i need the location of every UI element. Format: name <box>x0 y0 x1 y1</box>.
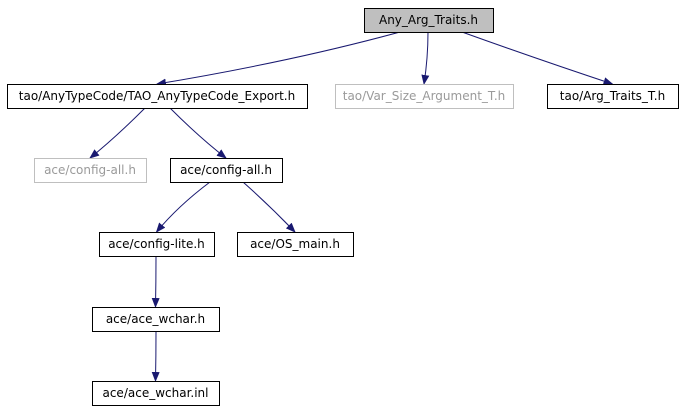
node-box <box>547 84 679 109</box>
node-configall[interactable]: ace/config-all.h <box>170 158 283 183</box>
node-box <box>170 158 283 183</box>
node-configall_muted: ace/config-all.h <box>34 158 147 183</box>
node-label: ace/config-all.h <box>180 163 272 177</box>
node-label: ace/ace_wchar.inl <box>102 386 208 400</box>
edge-configall-to-osmain <box>242 181 296 233</box>
node-osmain[interactable]: ace/OS_main.h <box>237 232 354 257</box>
edge-configall-to-configlite <box>155 181 211 233</box>
edge-root-to-export <box>156 31 401 87</box>
node-box <box>7 84 308 109</box>
node-root[interactable]: Any_Arg_Traits.h <box>364 8 494 33</box>
node-label: ace/config-all.h <box>44 163 136 177</box>
node-label: tao/Var_Size_Argument_T.h <box>343 89 506 103</box>
node-argtraits[interactable]: tao/Arg_Traits_T.h <box>547 84 679 109</box>
node-box <box>92 307 220 332</box>
node-label: ace/ace_wchar.h <box>106 312 205 326</box>
node-label: Any_Arg_Traits.h <box>379 13 478 27</box>
node-varsize: tao/Var_Size_Argument_T.h <box>335 84 514 109</box>
edge-acewchar-to-acewcharinl <box>151 330 160 382</box>
node-layer: Any_Arg_Traits.h tao/AnyTypeCode/TAO_AnyT… <box>7 8 679 406</box>
node-box <box>237 232 354 257</box>
edge-layer <box>89 31 614 382</box>
node-export[interactable]: tao/AnyTypeCode/TAO_AnyTypeCode_Export.h <box>7 84 308 109</box>
node-acewchar[interactable]: ace/ace_wchar.h <box>92 307 220 332</box>
node-box <box>99 232 215 257</box>
edge-configlite-to-acewchar <box>151 255 160 308</box>
node-box <box>92 381 220 406</box>
edge-export-to-configall <box>169 107 227 159</box>
edge-export-to-configall_muted <box>89 107 146 159</box>
node-box <box>34 158 147 183</box>
node-configlite[interactable]: ace/config-lite.h <box>99 232 215 257</box>
node-label: tao/AnyTypeCode/TAO_AnyTypeCode_Export.h <box>19 89 295 103</box>
node-acewcharinl[interactable]: ace/ace_wchar.inl <box>92 381 220 406</box>
node-label: ace/OS_main.h <box>250 237 340 251</box>
node-box <box>364 8 494 33</box>
edge-root-to-argtraits <box>461 31 614 85</box>
node-label: ace/config-lite.h <box>108 237 205 251</box>
edge-root-to-varsize <box>421 31 430 85</box>
node-box <box>335 84 514 109</box>
node-label: tao/Arg_Traits_T.h <box>560 89 665 103</box>
